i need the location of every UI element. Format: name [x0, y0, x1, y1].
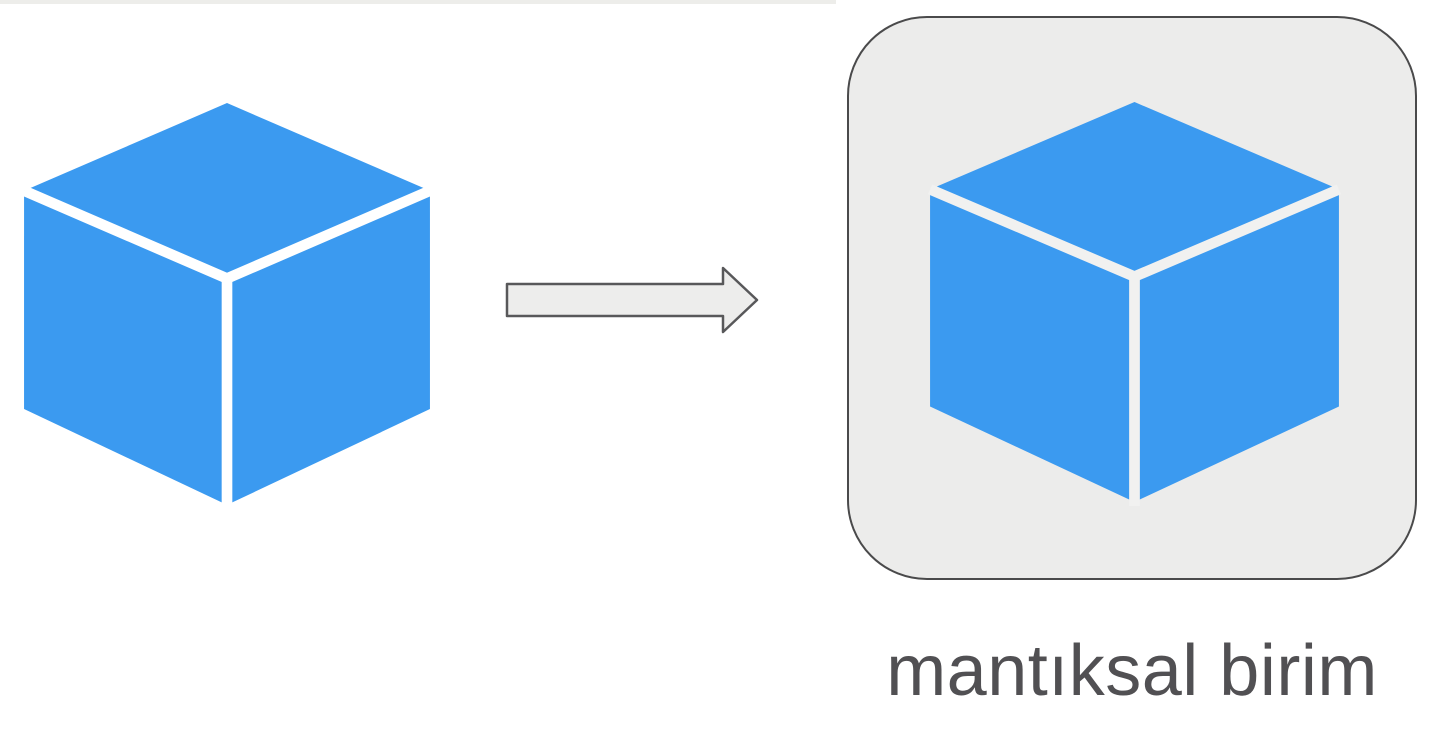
cube-right-face — [227, 190, 430, 505]
boxed-cube-icon — [928, 102, 1341, 506]
cube-icon — [22, 103, 432, 509]
right-arrow-shape — [505, 266, 759, 334]
cube-top-gap-line — [928, 184, 1341, 283]
logical-unit-box — [847, 16, 1417, 580]
right-arrow-icon — [505, 266, 759, 334]
cube-left-face — [24, 190, 227, 505]
top-edge-artifact — [0, 0, 836, 4]
cube-left-face — [930, 189, 1135, 502]
logical-unit-label: mantıksal birim — [886, 631, 1378, 711]
cube-right-face — [1134, 189, 1339, 502]
